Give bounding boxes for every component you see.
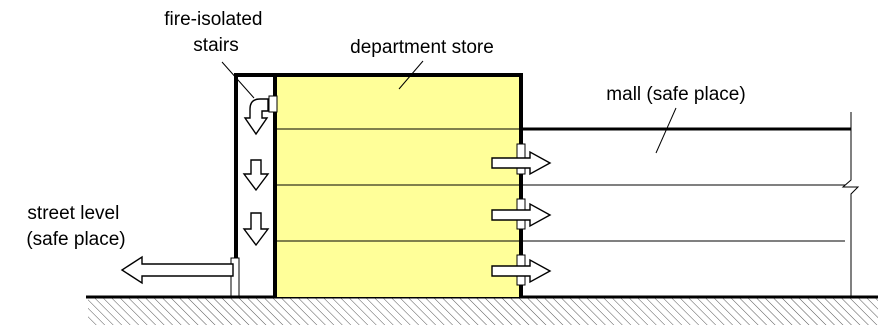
stairs-label-line2: stairs — [193, 35, 238, 56]
stairs-label: fire-isolated stairs — [164, 9, 268, 56]
stairs-door — [268, 95, 278, 113]
department-store-label: department store — [350, 37, 494, 58]
escape-arrow-icon — [120, 255, 234, 285]
stairs-leader — [221, 61, 255, 99]
street-door — [230, 257, 240, 297]
mall-building — [516, 112, 860, 297]
mall-leader — [655, 107, 677, 154]
street-level-label-line2: (safe place) — [26, 229, 125, 250]
mall-label: mall (safe place) — [606, 84, 745, 105]
mall-break-line — [841, 112, 860, 297]
escape-arrow-icon — [242, 212, 270, 247]
department-store-fill — [275, 75, 521, 297]
escape-arrow-icon — [243, 98, 269, 136]
department-store-building — [234, 73, 523, 297]
escape-arrow-icon — [491, 258, 552, 284]
ground — [86, 295, 878, 325]
fire-isolated-stairs-shaft — [230, 75, 278, 297]
egress-arrows — [120, 98, 552, 285]
escape-arrow-icon — [491, 202, 552, 228]
street-level-label-line1: street level — [27, 203, 119, 224]
escape-arrow-icon — [491, 150, 552, 176]
labels: fire-isolated stairs department store ma… — [26, 9, 745, 250]
stairs-label-line1: fire-isolated — [164, 9, 262, 30]
street-level-label: street level (safe place) — [26, 203, 125, 250]
ground-hatch — [88, 298, 878, 325]
escape-arrow-icon — [242, 159, 270, 192]
leader-lines — [221, 60, 677, 154]
store-leader — [398, 60, 424, 90]
